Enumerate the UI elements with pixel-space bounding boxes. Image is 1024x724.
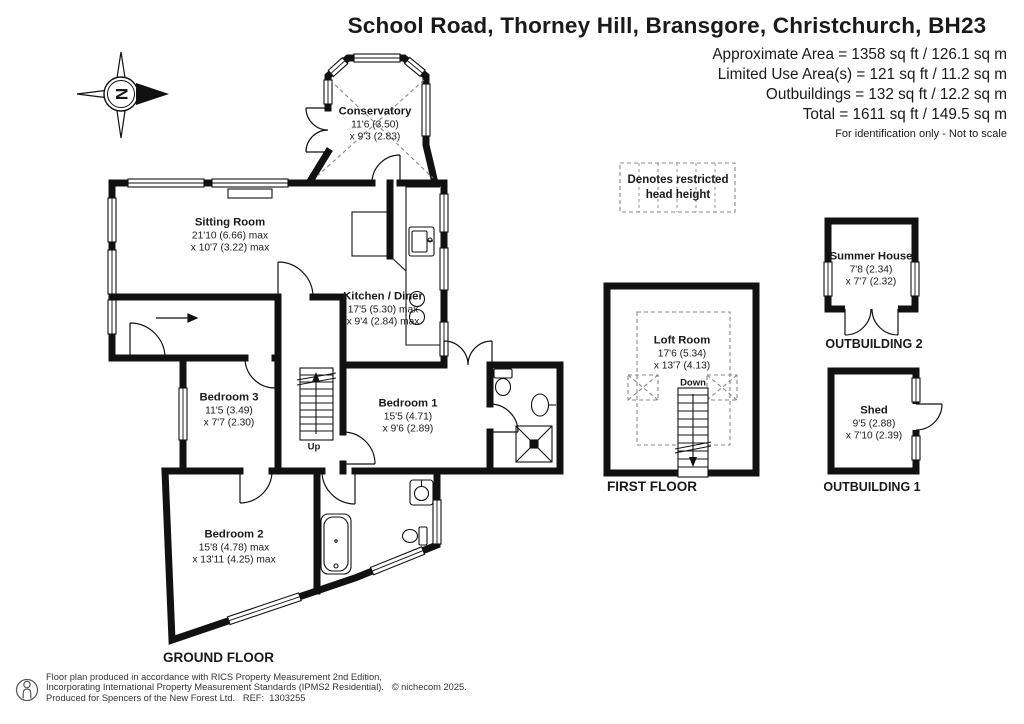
ground-floor-label: GROUND FLOOR: [163, 650, 274, 665]
footer-disclaimer: Floor plan produced in accordance with R…: [46, 672, 467, 703]
room-label-loft-room: Loft Room 17'6 (5.34) x 13'7 (4.13): [653, 334, 711, 372]
outbuilding-1-plan: [827, 367, 943, 475]
shower: [515, 425, 553, 463]
compass-icon: [76, 51, 169, 139]
legend-line1: Denotes restricted: [627, 173, 729, 186]
room-label-bedroom-3: Bedroom 3 11'5 (3.49) x 7'7 (2.30): [199, 391, 259, 429]
first-floor-label: FIRST FLOOR: [607, 479, 697, 494]
bathroom-toilet: [401, 526, 428, 546]
outbuilding-1-label: OUTBUILDING 1: [823, 480, 921, 494]
area-line-limited-use: Limited Use Area(s) = 121 sq ft / 11.2 s…: [717, 66, 1007, 83]
person-icon: [15, 678, 39, 702]
room-label-summer-house: Summer House 7'8 (2.34) x 7'7 (2.32): [829, 250, 913, 288]
ensuite-basin: [530, 393, 556, 417]
ensuite-toilet: [493, 368, 513, 397]
room-label-kitchen-diner: Kitchen / Diner 17'5 (5.30) max x 9'4 (2…: [343, 290, 423, 328]
bath: [320, 513, 352, 575]
compass-north-letter: N: [112, 87, 131, 101]
legend-line2: head height: [645, 188, 711, 201]
legend-restricted-head-height: Denotes restricted head height: [620, 163, 736, 212]
doors: [129, 107, 519, 505]
outbuilding-2-label: OUTBUILDING 2: [825, 337, 923, 351]
stairs-down-label: Down: [680, 377, 706, 389]
footer-line1: Floor plan produced in accordance with R…: [46, 672, 382, 682]
restricted-area-marks: [314, 79, 434, 179]
bathroom-basin: [409, 479, 434, 506]
area-line-outbuildings: Outbuildings = 132 sq ft / 12.2 sq m: [765, 86, 1007, 103]
stairs-up: [296, 367, 337, 441]
stairs-up-label: Up: [307, 441, 321, 453]
stairs-down: [674, 387, 712, 478]
area-disclaimer: For identification only - Not to scale: [835, 128, 1007, 140]
outbuilding-2-plan: [823, 217, 920, 336]
area-summary: Approximate Area = 1358 sq ft / 126.1 sq…: [712, 45, 1007, 140]
entrance-arrow: [156, 313, 199, 323]
room-label-bedroom-2: Bedroom 2 15'8 (4.78) max x 13'11 (4.25)…: [192, 528, 276, 566]
ground-floor-plan: [107, 53, 564, 645]
hob-icon: [408, 290, 426, 326]
kitchen-sink: [405, 186, 440, 346]
area-line-total: Total = 1611 sq ft / 149.5 sq m: [802, 106, 1007, 123]
room-label-conservatory: Conservatory 11'6 (3.50) x 9'3 (2.83): [338, 105, 412, 143]
room-label-sitting-room: Sitting Room 21'10 (6.66) max x 10'7 (3.…: [190, 216, 270, 254]
area-line-approximate: Approximate Area = 1358 sq ft / 126.1 sq…: [712, 46, 1007, 63]
footer-line2: Incorporating International Property Mea…: [46, 682, 467, 693]
room-label-bedroom-1: Bedroom 1 15'5 (4.71) x 9'6 (2.89): [378, 397, 438, 435]
chimney: [227, 188, 407, 272]
room-label-shed: Shed 9'5 (2.88) x 7'10 (2.39): [845, 404, 903, 442]
page-title: School Road, Thorney Hill, Bransgore, Ch…: [347, 13, 987, 38]
footer-line3: Produced for Spencers of the New Forest …: [46, 692, 306, 703]
first-floor-plan: [603, 282, 760, 478]
legend-box: [619, 162, 736, 213]
